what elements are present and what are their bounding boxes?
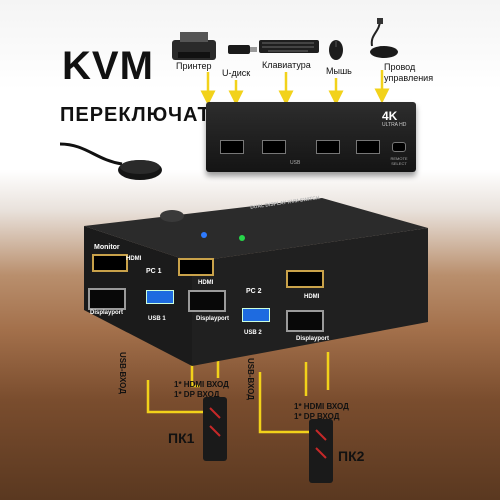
label-dp-pc1: Displayport — [196, 316, 230, 322]
label-keyboard: Клавиатура — [262, 60, 311, 70]
label-pc1: PC 1 — [146, 268, 162, 275]
headline-switch: ПЕРЕКЛЮЧАТЕЛЬ — [60, 104, 256, 126]
usb-port-back-1 — [220, 140, 244, 154]
headline-kvm: KVM — [62, 44, 154, 88]
pc1-port-group: PC 1 HDMI USB 1 Displayport — [146, 256, 242, 336]
label-hdmi-pc2: HDMI — [304, 294, 320, 300]
label-control-wire-1: Провод — [384, 62, 416, 72]
remote-port — [392, 142, 406, 152]
label-monitor: Monitor — [94, 244, 120, 251]
label-usb2: USB 2 — [244, 330, 262, 336]
pc2-tower-icon — [309, 419, 333, 483]
label-pc2-tower: ПК2 — [338, 448, 365, 464]
badge-4k: 4K — [382, 109, 398, 123]
label-hdmi-pc1: HDMI — [198, 280, 214, 286]
printer-icon — [172, 32, 216, 60]
label-hdmi-input-pc1: 1* HDMI ВХОД — [174, 380, 229, 389]
hdmi-port-pc2 — [286, 270, 324, 288]
pc2-port-group: PC 2 HDMI USB 2 Displayport — [240, 264, 350, 348]
monitor-port-group: Monitor HDMI — [88, 244, 142, 282]
label-dp-pc2: Displayport — [296, 336, 330, 342]
hdmi-port-monitor — [92, 254, 128, 272]
pc1-tower-icon — [203, 397, 227, 461]
label-control-wire-2: управления — [384, 73, 434, 83]
remote-puck-icon — [59, 142, 162, 180]
back-remote-label: REMOTE SELECT — [390, 156, 408, 166]
usb-port-pc1 — [146, 290, 174, 304]
label-hdmi-input-pc2: 1* HDMI ВХОД — [294, 402, 349, 411]
mouse-icon — [329, 40, 343, 60]
dp-port-pc1 — [188, 290, 226, 312]
dp-port-monitor — [88, 288, 126, 310]
arrow-usb-pc2 — [258, 372, 320, 434]
label-dp-monitor: Displayport — [90, 310, 124, 316]
dp-port-pc2 — [286, 310, 324, 332]
label-usb1: USB 1 — [148, 316, 166, 322]
usb-port-back-4 — [356, 140, 380, 154]
kvm-back-panel: 4K ULTRA HD USB REMOTE SELECT — [206, 102, 416, 172]
keyboard-icon — [259, 40, 319, 53]
arrow-usb-pc1 — [146, 380, 204, 414]
label-mouse: Мышь — [326, 66, 352, 76]
label-dp-input-pc2: 1* DP ВХОД — [294, 412, 340, 421]
badge-ultrahd: ULTRA HD — [382, 122, 407, 128]
label-hdmi-monitor: HDMI — [126, 256, 142, 262]
hdmi-port-pc1 — [178, 258, 214, 276]
usb-drive-icon — [228, 45, 257, 54]
label-usb-input-pc2: USB-ВХОД — [246, 358, 255, 400]
back-usb-label: USB — [290, 160, 301, 166]
usb-port-back-2 — [262, 140, 286, 154]
label-printer: Принтер — [176, 61, 212, 71]
usb-port-pc2 — [242, 308, 270, 322]
usb-port-back-3 — [316, 140, 340, 154]
label-usb-input-pc1: USB-ВХОД — [118, 352, 127, 394]
label-pc1-tower: ПК1 — [168, 430, 195, 446]
label-usb-drive: U-диск — [222, 68, 251, 78]
label-dp-input-pc1: 1* DP ВХОД — [174, 390, 220, 399]
remote-wire-icon — [370, 18, 398, 58]
label-pc2: PC 2 — [246, 288, 262, 295]
